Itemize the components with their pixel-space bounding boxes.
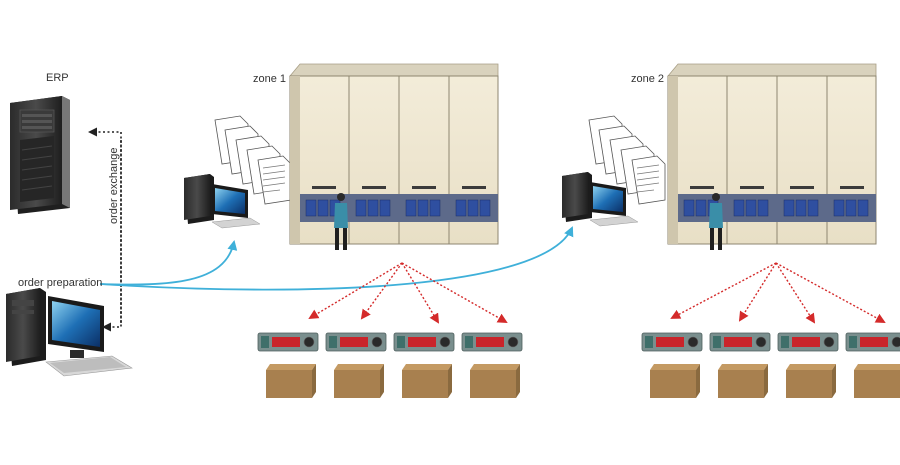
zone1-workstation-icon <box>184 174 261 229</box>
zone-1 <box>184 63 523 398</box>
zone2-operator-icon <box>709 193 723 250</box>
zone2-documents-icon <box>588 115 666 205</box>
order-preparation-label: order preparation <box>18 277 103 289</box>
zone1-boxes <box>266 364 520 398</box>
shipping-box <box>402 364 452 398</box>
zone2-storage-cabinet <box>667 63 877 250</box>
zone1-pick-displays <box>257 332 523 352</box>
pick-display <box>777 332 839 352</box>
zone2-workstation-icon <box>562 172 639 227</box>
flow-to-zone1 <box>99 240 238 286</box>
erp-server-icon <box>10 96 70 214</box>
zone1-operator-icon <box>334 193 348 250</box>
zone2-label: zone 2 <box>631 73 665 85</box>
pick-display <box>257 332 319 352</box>
order-flow-arrows <box>99 226 574 291</box>
order-exchange-connector <box>88 127 122 332</box>
shipping-box <box>786 364 836 398</box>
pick-display <box>845 332 900 352</box>
shipping-box <box>470 364 520 398</box>
shipping-box <box>266 364 316 398</box>
zone1-label: zone 1 <box>253 73 287 85</box>
order-preparation-pc-icon <box>6 288 133 377</box>
flow-to-zone2 <box>99 226 574 291</box>
pick-display <box>641 332 703 352</box>
zone1-storage-cabinet <box>289 63 499 250</box>
zone2-boxes <box>650 364 900 398</box>
pick-display <box>709 332 771 352</box>
zone1-documents-icon <box>214 115 292 205</box>
pick-display <box>461 332 523 352</box>
order-exchange-label: order exchange <box>108 147 120 224</box>
shipping-box <box>854 364 900 398</box>
zone2-pick-arrows <box>670 262 886 324</box>
erp-label: ERP <box>46 72 69 84</box>
zone1-pick-arrows <box>308 262 508 324</box>
pick-display <box>393 332 455 352</box>
shipping-box <box>718 364 768 398</box>
shipping-box <box>650 364 700 398</box>
zone-2 <box>562 63 900 398</box>
shipping-box <box>334 364 384 398</box>
zone2-pick-displays <box>641 332 900 352</box>
pick-display <box>325 332 387 352</box>
